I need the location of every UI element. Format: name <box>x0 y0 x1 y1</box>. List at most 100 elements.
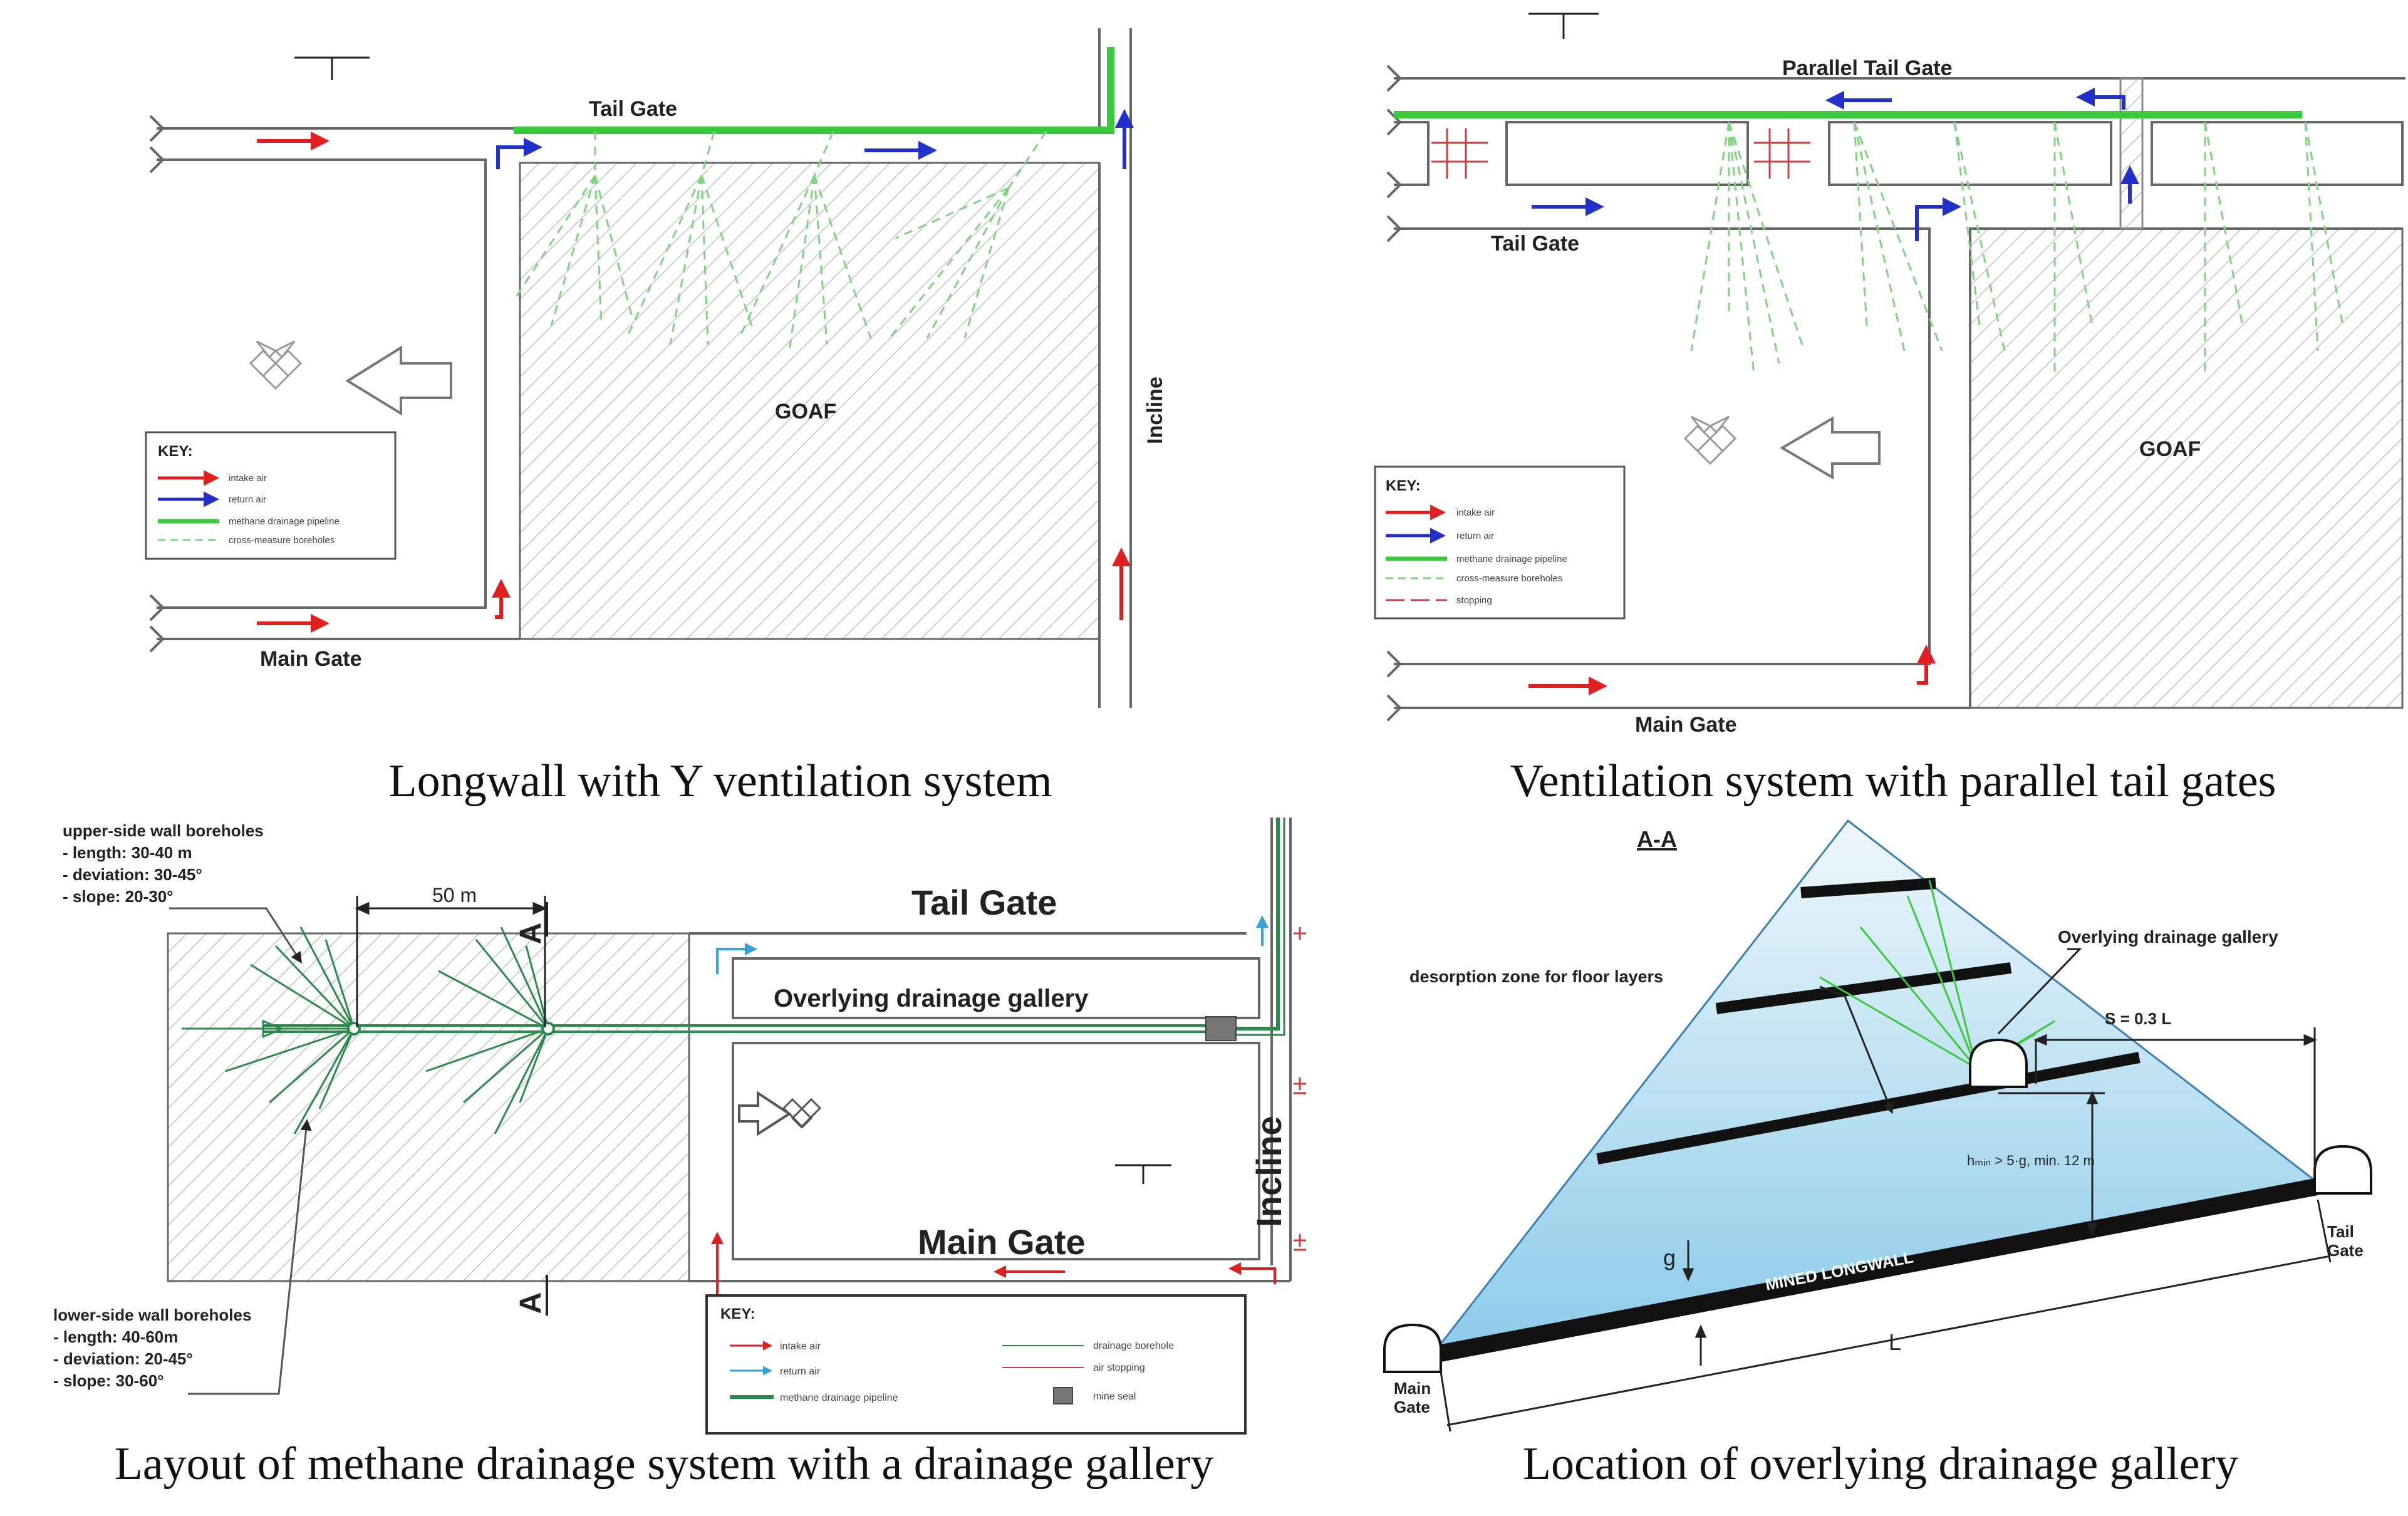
panel-parallel-tail-gates: Parallel Tail Gate Tail Gate Main Gate G… <box>1374 0 2408 807</box>
leader-line <box>188 1119 312 1395</box>
drainage-gallery <box>1969 1038 2028 1088</box>
air-stoppings <box>1294 927 1306 1251</box>
roadway-outlines <box>149 28 1132 708</box>
mining-hammer-icon <box>782 1098 822 1129</box>
note-title: upper-side wall boreholes <box>63 821 264 840</box>
incline-label: Incline <box>1143 376 1167 444</box>
overlying-gallery-section: MINED LONGWALL <box>1383 819 2372 1432</box>
advance-arrow-icon <box>738 1091 792 1136</box>
goaf-label: GOAF <box>2139 437 2201 461</box>
coal-seams <box>1596 878 2141 1165</box>
advance-arrow-icon <box>345 345 452 416</box>
roadway-outlines <box>689 818 1292 1282</box>
leader-line <box>1997 948 2082 1035</box>
upper-borehole-note: upper-side wall boreholes - length: 30-4… <box>63 821 264 906</box>
roadway-outlines <box>1386 65 2405 722</box>
key-item: return air <box>1456 531 1494 541</box>
dimension-line <box>355 896 548 1027</box>
key-item: cross-measure boreholes <box>1456 573 1562 584</box>
goaf-area <box>519 162 1101 640</box>
caption: Longwall with Y ventilation system <box>388 755 1052 807</box>
main-gate-label: Main <box>1394 1379 1431 1398</box>
note-line: - length: 30-40 m <box>63 843 192 862</box>
y-ventilation-diagram: Tail Gate Main Gate GOAF Incline KEY: in… <box>145 28 1167 708</box>
main-gate-label: Main Gate <box>1635 713 1736 737</box>
tail-gate-label: Tail Gate <box>911 883 1057 922</box>
goaf-label: GOAF <box>775 400 836 423</box>
tail-gate-gallery <box>2313 1145 2372 1195</box>
section-title: A-A <box>1637 826 1677 852</box>
key-item: intake air <box>229 473 267 484</box>
spacing-label: S = 0.3 L <box>2105 1009 2171 1028</box>
length-label: L <box>1889 1329 1901 1355</box>
panel-y-ventilation: Tail Gate Main Gate GOAF Incline KEY: in… <box>0 0 1203 807</box>
main-pipeline <box>1234 818 1285 1036</box>
key-legend: KEY: intake air return air methane drain… <box>1374 465 1626 620</box>
length-dimension <box>1440 1199 2332 1432</box>
key-item: mine seal <box>1093 1391 1136 1402</box>
lower-borehole-note: lower-side wall boreholes - length: 40-6… <box>53 1306 251 1390</box>
key-title: KEY: <box>158 443 193 460</box>
thickness-label: g <box>1663 1245 1676 1270</box>
section-mark-icon <box>1115 1164 1171 1184</box>
main-gate-label: Gate <box>1394 1398 1430 1416</box>
cross-measure-boreholes <box>1690 122 2344 376</box>
note-line: - length: 40-60m <box>53 1327 178 1346</box>
parallel-tail-gate-label: Parallel Tail Gate <box>1782 56 1953 80</box>
parallel-tail-gates-diagram: Parallel Tail Gate Tail Gate Main Gate G… <box>1374 13 2405 737</box>
key-item: methane drainage pipeline <box>229 516 340 527</box>
key-legend: KEY: intake air return air methane drain… <box>145 431 397 560</box>
height-dimension <box>1998 1091 2105 1237</box>
key-item: stopping <box>1456 595 1492 606</box>
drainage-boreholes <box>182 927 549 1134</box>
gallery-label: Overlying drainage gallery <box>2058 927 2278 947</box>
main-pipeline <box>1234 818 1280 1031</box>
leader-line <box>1819 985 1894 1114</box>
methane-pipeline <box>263 1024 1222 1033</box>
note-title: lower-side wall boreholes <box>53 1306 251 1324</box>
note-line: - deviation: 30-45° <box>63 865 202 884</box>
dimension-label: 50 m <box>432 884 477 906</box>
key-title: KEY: <box>720 1306 755 1322</box>
key-item: intake air <box>1456 507 1495 518</box>
height-label: hₘᵢₙ > 5·g, min. 12 m <box>1967 1153 2095 1168</box>
mining-hammer-icon <box>1683 415 1737 465</box>
note-line: - slope: 30-60° <box>53 1371 164 1390</box>
section-mark-icon <box>1528 13 1599 39</box>
panel-drainage-gallery-layout: 50 m A A Tail Gate Overlying dra <box>0 808 1328 1516</box>
goaf-area <box>1969 227 2404 709</box>
main-gate-label: Main Gate <box>918 1222 1086 1262</box>
key-title: KEY: <box>1386 477 1421 494</box>
tail-gate-label: Tail Gate <box>589 97 677 121</box>
mining-hammer-icon <box>249 340 303 390</box>
incline-label: Incline <box>1249 1116 1289 1227</box>
air-stoppings <box>1431 128 1810 179</box>
tail-gate-label: Tail Gate <box>1491 232 1579 256</box>
section-mark: A <box>514 1292 548 1314</box>
panel-overlying-gallery-location: MINED LONGWALL <box>1353 808 2408 1516</box>
tail-gate-label: Tail <box>2327 1222 2354 1241</box>
note-line: - slope: 20-30° <box>63 887 174 906</box>
key-item: return air <box>229 494 266 505</box>
key-item: drainage borehole <box>1093 1341 1174 1351</box>
mine-seal <box>1205 1016 1237 1041</box>
desorption-label: desorption zone for floor layers <box>1409 967 1663 986</box>
advance-arrow-icon <box>1780 416 1881 480</box>
key-item: return air <box>780 1366 821 1377</box>
main-gate-gallery <box>1383 1323 1442 1373</box>
key-item: cross-measure boreholes <box>229 535 335 546</box>
key-item: methane drainage pipeline <box>1456 554 1567 564</box>
section-mark: A <box>514 923 548 945</box>
key-item: intake air <box>780 1341 821 1352</box>
tail-gate-label: Gate <box>2327 1241 2364 1260</box>
drainage-gallery-layout-diagram: 50 m A A Tail Gate Overlying dra <box>53 818 1306 1435</box>
caption: Location of overlying drainage gallery <box>1522 1438 2239 1490</box>
thickness-marker <box>1682 1240 1707 1366</box>
key-item: methane drainage pipeline <box>780 1393 898 1403</box>
main-gate-label: Main Gate <box>260 647 361 671</box>
section-mark-icon <box>294 56 370 80</box>
leader-line <box>169 907 302 964</box>
key-legend: KEY: intake air return air methane drain… <box>705 1294 1247 1435</box>
caption: Ventilation system with parallel tail ga… <box>1510 755 2276 807</box>
note-line: - deviation: 20-45° <box>53 1349 193 1368</box>
